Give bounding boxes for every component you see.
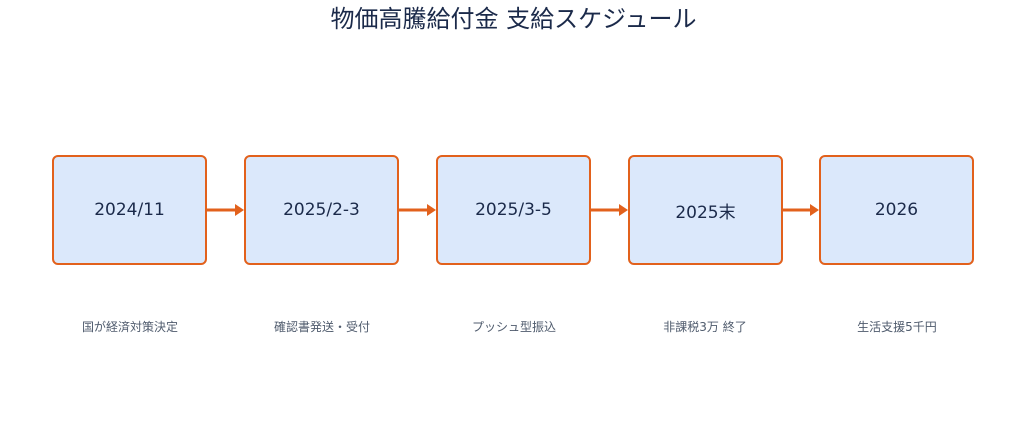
stage-box-4: 2025末 bbox=[628, 155, 783, 265]
stage-box-5: 2026 bbox=[819, 155, 974, 265]
arrow-icon bbox=[399, 204, 436, 216]
stage-date-1: 2024/11 bbox=[94, 200, 165, 220]
stage-box-3: 2025/3-5 bbox=[436, 155, 591, 265]
arrow-icon bbox=[591, 204, 628, 216]
stage-box-2: 2025/2-3 bbox=[244, 155, 399, 265]
arrow-icon bbox=[207, 204, 244, 216]
stage-date-4: 2025末 bbox=[675, 202, 736, 223]
stage-caption-3: プッシュ型振込 bbox=[471, 320, 556, 334]
diagram-title: 物価高騰給付金 支給スケジュール bbox=[330, 5, 697, 33]
stage-caption-4: 非課税3万 終了 bbox=[663, 320, 747, 334]
stage-date-3: 2025/3-5 bbox=[475, 200, 552, 220]
stage-caption-2: 確認書発送・受付 bbox=[273, 320, 370, 334]
stage-caption-5: 生活支援5千円 bbox=[857, 320, 937, 334]
stage-caption-1: 国が経済対策決定 bbox=[81, 320, 178, 334]
stage-date-5: 2026 bbox=[874, 200, 919, 220]
arrow-icon bbox=[782, 204, 819, 216]
stage-date-2: 2025/2-3 bbox=[283, 200, 360, 220]
stage-box-1: 2024/11 bbox=[52, 155, 207, 265]
